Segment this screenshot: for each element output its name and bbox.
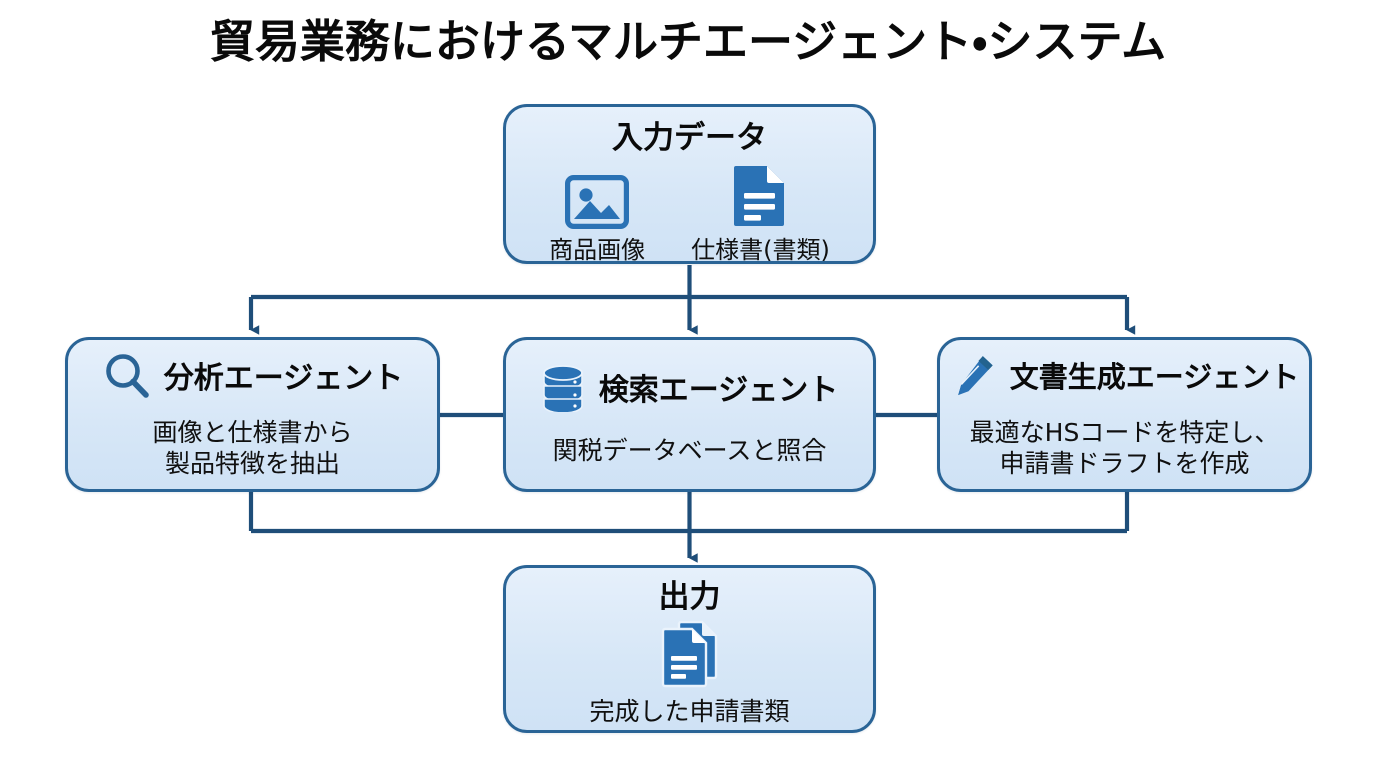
database-icon	[541, 364, 585, 416]
documents-stack-icon	[659, 618, 721, 694]
agent-2-description: 最適なHSコードを特定し、 申請書ドラフトを作成	[970, 418, 1280, 479]
agent-1-desc-line-1: 関税データベースと照合	[552, 436, 827, 466]
agent-0-desc-line-1: 画像と仕様書から	[152, 418, 353, 447]
input-item-document-label: 仕様書(書類)	[691, 236, 830, 265]
agent-2-desc-line-1: 最適なHSコードを特定し、	[969, 418, 1280, 447]
pencil-icon	[950, 352, 998, 404]
input-item-image-label: 商品画像	[549, 236, 646, 265]
agent-2-header: 文書生成エージェント	[950, 352, 1299, 404]
agent-0-desc-line-2: 製品特徴を抽出	[164, 448, 340, 478]
agent-1-description: 関税データベースと照合	[553, 436, 827, 467]
document-icon	[731, 163, 789, 233]
input-items-row: 商品画像 仕様書(書類)	[549, 163, 830, 263]
input-node-title: 入力データ	[612, 120, 767, 156]
agent-0-title: 分析エージェント	[163, 360, 404, 396]
agent-2-title: 文書生成エージェント	[1009, 360, 1300, 395]
page-title: 貿易業務におけるマルチエージェント・システム	[209, 15, 1167, 68]
agent-1-header: 検索エージェント	[541, 364, 838, 416]
input-node[interactable]: 入力データ 商品画像	[503, 104, 876, 264]
output-node-caption: 完成した申請書類	[589, 697, 790, 727]
agent-node-search[interactable]: 検索エージェント 関税データベースと照合	[503, 337, 876, 492]
agent-0-header: 分析エージェント	[102, 352, 403, 404]
output-node[interactable]: 出力 完成した申請書類	[503, 565, 876, 733]
input-item-image[interactable]: 商品画像	[549, 175, 645, 263]
agent-2-desc-line-2: 申請書ドラフトを作成	[999, 448, 1250, 478]
input-item-document[interactable]: 仕様書(書類)	[691, 163, 830, 263]
agent-node-document-generation[interactable]: 文書生成エージェント 最適なHSコードを特定し、 申請書ドラフトを作成	[937, 337, 1312, 492]
agent-1-title: 検索エージェント	[598, 372, 839, 408]
magnifier-icon	[102, 352, 152, 404]
agent-0-description: 画像と仕様書から 製品特徴を抽出	[152, 418, 352, 479]
image-icon	[565, 175, 630, 233]
agent-node-analysis[interactable]: 分析エージェント 画像と仕様書から 製品特徴を抽出	[65, 337, 440, 492]
output-node-title: 出力	[658, 579, 721, 615]
